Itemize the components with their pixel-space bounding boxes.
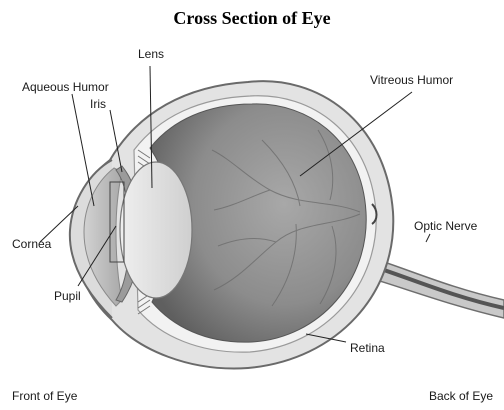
pupil-label: Pupil bbox=[54, 289, 81, 303]
aqueous-humor-label: Aqueous Humor bbox=[22, 80, 109, 94]
lens-label: Lens bbox=[138, 47, 164, 61]
back-of-eye-label: Back of Eye bbox=[429, 389, 493, 403]
retina-label: Retina bbox=[350, 341, 385, 355]
iris-label: Iris bbox=[90, 97, 106, 111]
cornea-label: Cornea bbox=[12, 237, 52, 251]
lens bbox=[120, 162, 192, 298]
front-of-eye-label: Front of Eye bbox=[12, 389, 78, 403]
optic-nerve bbox=[370, 258, 504, 318]
vitreous-humor-label: Vitreous Humor bbox=[370, 73, 453, 87]
optic-nerve-label: Optic Nerve bbox=[414, 219, 478, 233]
